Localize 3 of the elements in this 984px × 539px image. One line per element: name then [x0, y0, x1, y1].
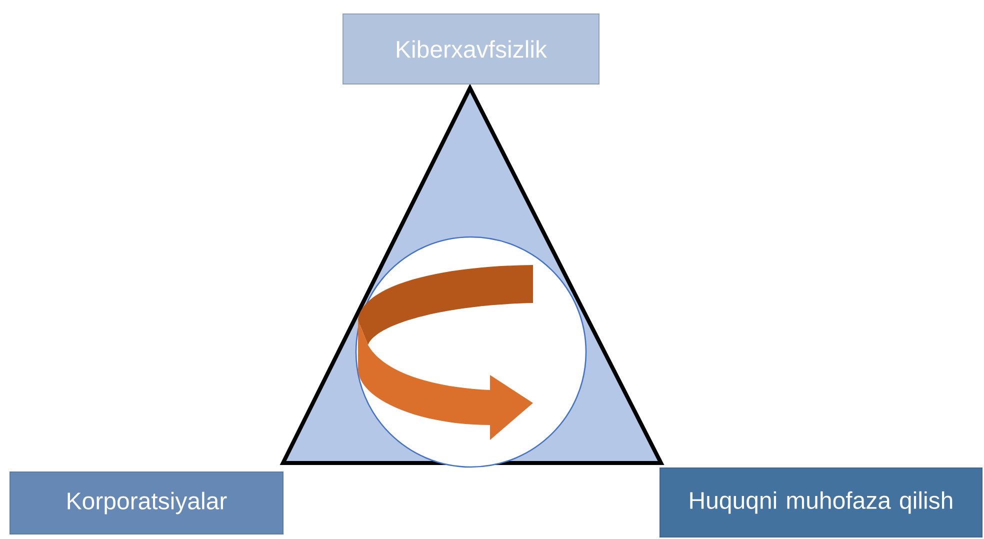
label-box: Huquqni muhofaza qilish: [660, 468, 982, 538]
label-box: Korporatsiyalar: [10, 472, 284, 534]
label-box: Kiberxavfsizlik: [342, 14, 600, 84]
